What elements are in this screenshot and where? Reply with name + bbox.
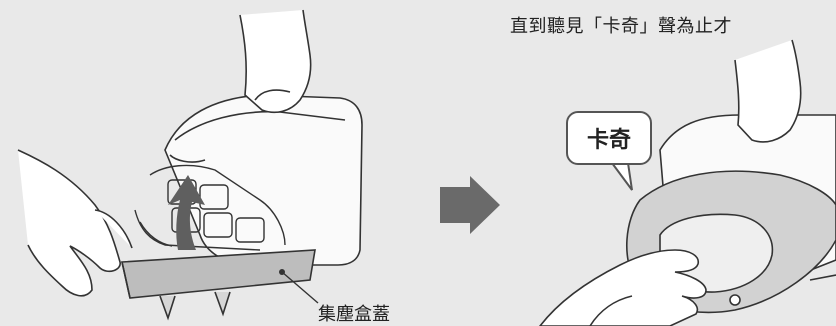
top-hand-right — [734, 39, 802, 143]
right-arrow-icon — [440, 176, 500, 234]
top-hand-left — [239, 9, 312, 114]
curved-up-arrow-icon — [168, 175, 205, 250]
callout-tail — [610, 162, 633, 191]
click-sound-callout: 卡奇 — [566, 111, 652, 165]
leader-line — [281, 271, 319, 304]
instruction-caption: 直到聽見「卡奇」聲為止才 — [510, 16, 732, 37]
vacuum-body-left — [164, 94, 363, 271]
filter-grid — [134, 164, 286, 251]
right-hands-illustration — [538, 249, 707, 326]
dust-box-lid-label: 集塵盒蓋 — [318, 304, 390, 325]
callout-text: 卡奇 — [586, 128, 631, 153]
left-hand-illustration — [17, 149, 133, 297]
dust-box-lid — [121, 249, 316, 321]
